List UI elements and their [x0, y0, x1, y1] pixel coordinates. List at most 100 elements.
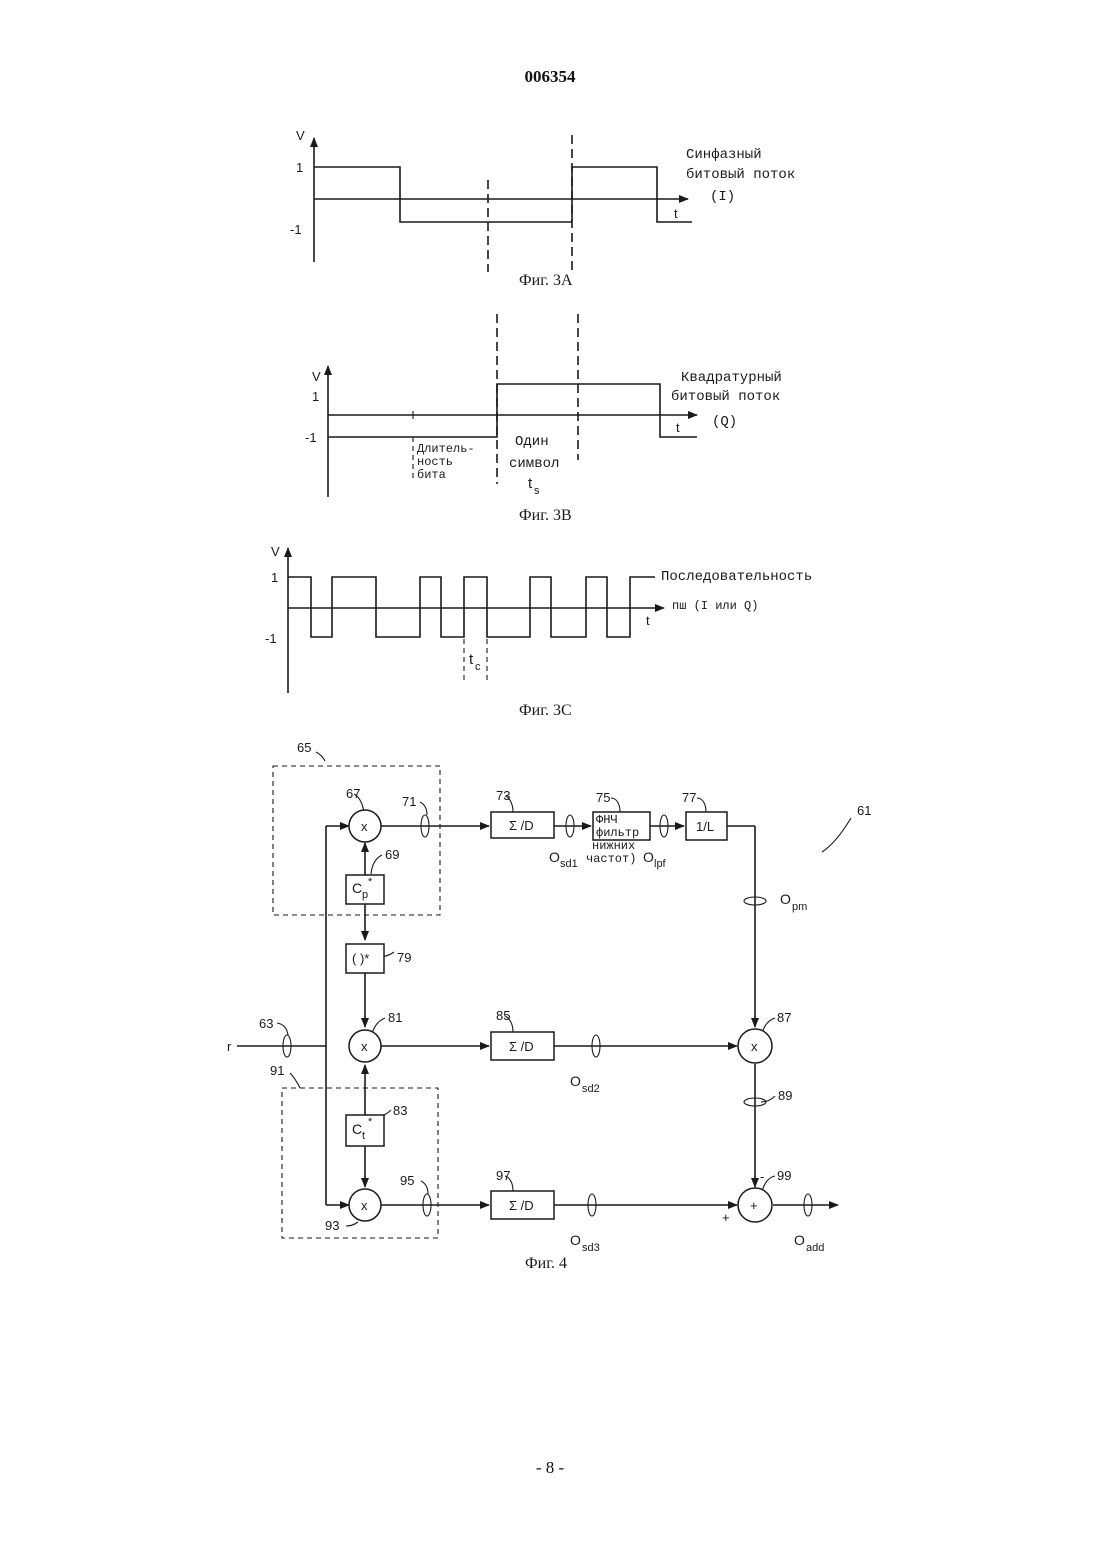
fig4-leader-63	[277, 1023, 288, 1035]
fig4-leader-95	[421, 1181, 428, 1194]
fig3a-tick-pos: 1	[296, 160, 303, 175]
fig3b-sym-line2: символ	[509, 456, 559, 472]
fig4-inv-l-77: 1/L	[686, 812, 727, 840]
fig3b-bit-line2: ность	[417, 455, 453, 469]
svg-text:O: O	[570, 1232, 581, 1248]
fig3b-waveform	[328, 384, 697, 437]
fig4-leader-91	[290, 1073, 300, 1088]
svg-text:x: x	[751, 1039, 758, 1054]
svg-text:*: *	[368, 876, 373, 888]
fig4-ref-89: 89	[778, 1088, 792, 1103]
svg-text:1/L: 1/L	[696, 819, 714, 834]
svg-text:pm: pm	[792, 901, 807, 913]
fig4-label-olpf: O lpf	[643, 849, 667, 870]
fig3c-axis-v: V	[271, 544, 280, 559]
fig4-caption: Фиг. 4	[525, 1255, 567, 1272]
svg-text:lpf: lpf	[654, 858, 667, 870]
svg-text:p: p	[362, 889, 368, 901]
fig3a-axis-v: V	[296, 128, 305, 143]
fig4-ref-71: 71	[402, 794, 416, 809]
fig4-ref-73: 73	[496, 788, 510, 803]
fig4-ref-65: 65	[297, 740, 311, 755]
fig4-sum-dump-85: Σ /D	[491, 1032, 554, 1060]
svg-text:C: C	[352, 1121, 362, 1137]
fig4-adder-99: +	[738, 1188, 772, 1222]
svg-text:t: t	[362, 1130, 365, 1142]
svg-text:ФНЧ: ФНЧ	[596, 813, 618, 827]
fig4-sum-dump-97: Σ /D	[491, 1191, 554, 1219]
svg-text:x: x	[361, 1198, 368, 1213]
fig3c-caption: Фиг. 3C	[519, 702, 572, 719]
fig4-sign-minus: -	[760, 1169, 764, 1184]
fig4-ref-81: 81	[388, 1010, 402, 1025]
fig4-multiplier-87: x	[738, 1029, 772, 1063]
fig4-sum-dump-73: Σ /D	[491, 812, 554, 838]
svg-text:Σ /D: Σ /D	[509, 1198, 534, 1213]
svg-text:sd1: sd1	[560, 858, 578, 870]
fig3a-label-3: (I)	[710, 189, 735, 205]
fig4-ref-75: 75	[596, 790, 610, 805]
fig4-multiplier-93: x	[349, 1189, 381, 1221]
svg-text:O: O	[549, 849, 560, 865]
fig3b-bit-line1: Длитель-	[417, 442, 475, 456]
fig4-multiplier-81: x	[349, 1030, 381, 1062]
fig3c-tick-neg: -1	[265, 631, 277, 646]
fig3c-tick-pos: 1	[271, 570, 278, 585]
fig4-sign-plus: +	[722, 1210, 730, 1225]
fig4-ref-83: 83	[393, 1103, 407, 1118]
fig3a-axis-t: t	[674, 206, 678, 221]
fig3c-axis-t: t	[646, 613, 650, 628]
fig3b-bit-line3: бита	[417, 468, 446, 482]
fig4-input-r: r	[227, 1039, 232, 1054]
fig4-ref-87: 87	[777, 1010, 791, 1025]
fig4-ref-97: 97	[496, 1168, 510, 1183]
fig3c-chip-t: t	[469, 651, 474, 668]
fig3c-waveform	[288, 577, 655, 637]
svg-text:x: x	[361, 1039, 368, 1054]
fig3b-tick-pos: 1	[312, 389, 319, 404]
fig4-leader-81	[372, 1018, 385, 1034]
fig4-leader-77	[697, 798, 706, 812]
fig4-leader-71	[420, 802, 427, 815]
fig4-label-osd2: O sd2	[570, 1073, 600, 1095]
fig4-multiplier-67: x	[349, 810, 381, 842]
fig3b-sym-t: t	[528, 475, 533, 492]
fig4-ref-79: 79	[397, 950, 411, 965]
fig3b-axis-t: t	[676, 420, 680, 435]
page-footer: - 8 -	[0, 1458, 1100, 1478]
fig4-ref-93: 93	[325, 1218, 339, 1233]
fig4-leader-93	[346, 1222, 358, 1226]
fig3c-label-1: Последовательность	[661, 569, 812, 585]
fig4-label-osd3: O sd3	[570, 1232, 600, 1254]
fig4-leader-69	[371, 855, 382, 874]
fig4-label-oadd: O add	[794, 1232, 824, 1254]
fig4-ref-91: 91	[270, 1063, 284, 1078]
svg-text:add: add	[806, 1242, 824, 1254]
svg-text:sd2: sd2	[582, 1083, 600, 1095]
fig3a-label-1: Синфазный	[686, 146, 762, 163]
svg-text:C: C	[352, 880, 362, 896]
svg-text:фильтр: фильтр	[596, 826, 639, 840]
fig4-ref-85: 85	[496, 1008, 510, 1023]
svg-text:sd3: sd3	[582, 1242, 600, 1254]
fig3b-caption: Фиг. 3B	[519, 507, 572, 524]
fig4-ref-95: 95	[400, 1173, 414, 1188]
fig4-block-ct: C t *	[346, 1115, 384, 1146]
svg-text:O: O	[643, 849, 654, 865]
fig4-ref-69: 69	[385, 847, 399, 862]
fig4-ref-63: 63	[259, 1016, 273, 1031]
fig4-ref-67: 67	[346, 786, 360, 801]
fig3b-label-2: битовый поток	[671, 388, 780, 405]
fig4-block-conj-79: ( )*	[346, 944, 384, 973]
fig3b-label-1: Квадратурный	[681, 369, 782, 386]
fig4-label-opm: O pm	[780, 891, 807, 913]
svg-text:нижних: нижних	[592, 839, 635, 853]
fig3b-sym-line1: Один	[515, 434, 549, 450]
svg-text:O: O	[780, 891, 791, 907]
fig4-lpf-75: ФНЧ фильтр нижних частот)	[586, 812, 650, 866]
fig3b-tick-neg: -1	[305, 430, 317, 445]
fig3b-sym-sub: s	[534, 485, 540, 497]
fig3a-caption: Фиг. 3A	[519, 272, 573, 289]
svg-text:частот): частот)	[586, 852, 636, 866]
fig3b-label-3: (Q)	[712, 414, 737, 430]
